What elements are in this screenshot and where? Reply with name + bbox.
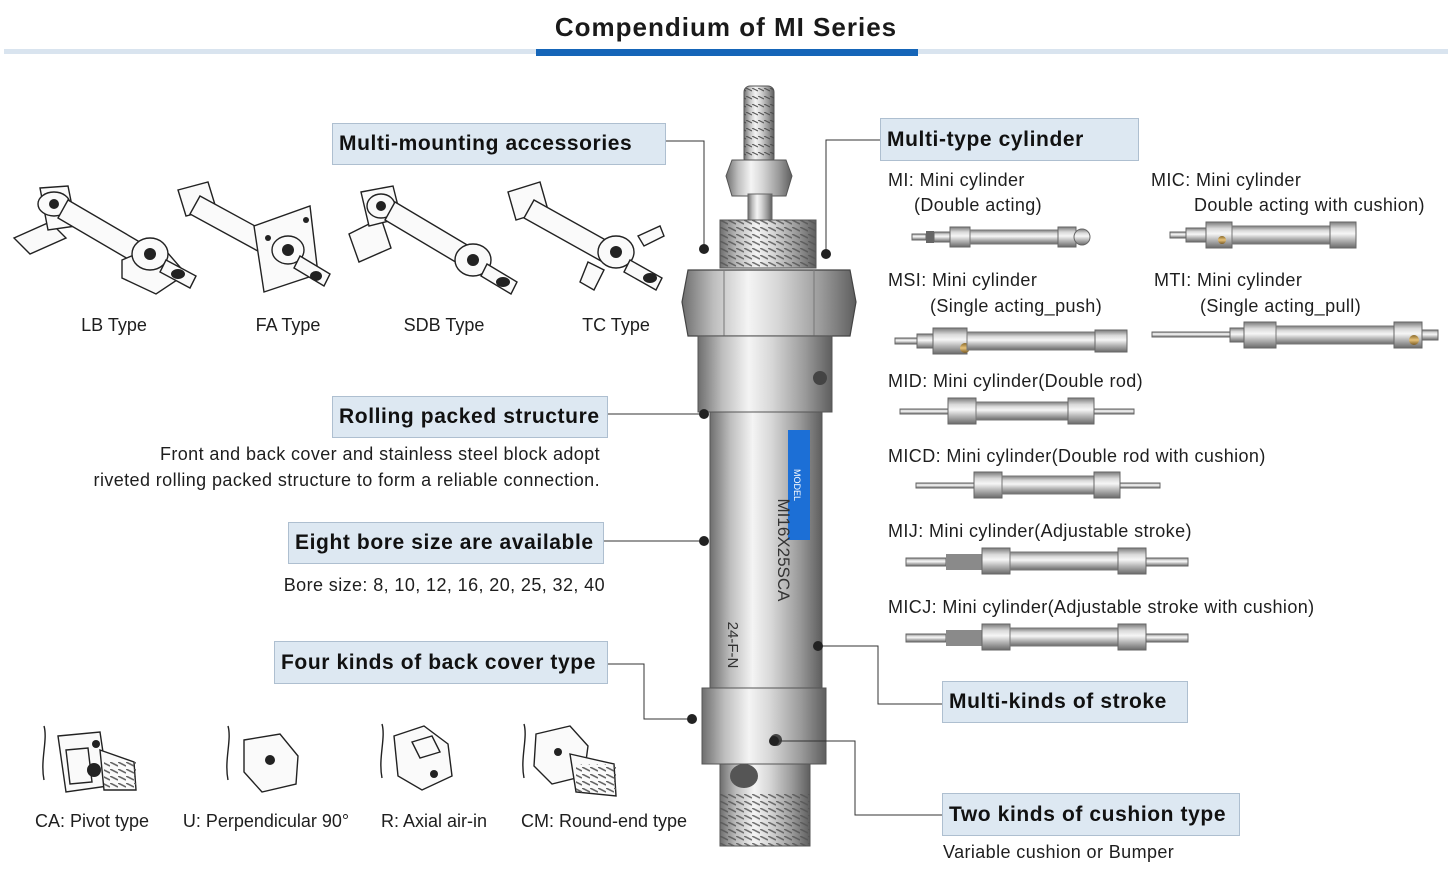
mic-subtitle: Double acting with cushion): [1194, 195, 1425, 215]
micj-cylinder-thumb: [905, 623, 1189, 651]
cylinder-code-text: 24-F-N: [724, 622, 741, 669]
cylinder-brand-text: MODEL: [792, 469, 802, 501]
main-cylinder-illustration: MODEL MI16X25SCA 24-F-N: [681, 85, 857, 847]
page-title: Compendium of MI Series: [554, 12, 898, 42]
lb-type-icon: [12, 185, 197, 295]
callout-multi-type: Multi-type cylinder: [880, 118, 1139, 161]
mij-title: MIJ: Mini cylinder(Adjustable stroke): [888, 521, 1192, 541]
callout-cushion-type: Two kinds of cushion type: [942, 793, 1240, 836]
mti-subtitle: (Single acting_pull): [1200, 296, 1362, 316]
tc-type-label: TC Type: [582, 315, 650, 335]
sdb-type-label: SDB Type: [403, 315, 485, 335]
msi-subtitle: (Single acting_push): [930, 296, 1103, 316]
u-perpendicular-icon: [226, 725, 299, 793]
mij-cylinder-thumb: [905, 547, 1189, 575]
micd-title: MICD: Mini cylinder(Double rod with cush…: [888, 446, 1266, 466]
r-axial-icon: [380, 723, 453, 791]
lb-type-label: LB Type: [81, 315, 147, 335]
bore-size-desc: Bore size: 8, 10, 12, 16, 20, 25, 32, 40: [283, 575, 605, 595]
callout-multi-mounting: Multi-mounting accessories: [332, 123, 666, 165]
mid-cylinder-thumb: [899, 397, 1135, 425]
fa-type-icon: [177, 181, 331, 293]
mic-cylinder-thumb: [1169, 221, 1357, 249]
r-axial-label: R: Axial air-in: [380, 811, 488, 831]
callout-multi-stroke: Multi-kinds of stroke: [942, 681, 1188, 723]
title-accent-bar: [536, 49, 918, 56]
tc-type-icon: [507, 181, 665, 291]
cushion-desc: Variable cushion or Bumper: [943, 842, 1175, 862]
mti-title: MTI: Mini cylinder: [1154, 270, 1303, 290]
mi-title: MI: Mini cylinder: [888, 170, 1025, 190]
msi-cylinder-thumb: [894, 327, 1128, 355]
rolling-desc-line2: riveted rolling packed structure to form…: [93, 470, 600, 490]
mti-cylinder-thumb: [1151, 321, 1439, 349]
fa-type-label: FA Type: [255, 315, 321, 335]
micd-cylinder-thumb: [915, 471, 1161, 499]
mi-cylinder-thumb: [911, 226, 1091, 248]
ca-pivot-icon: [42, 725, 137, 793]
rolling-desc-line1: Front and back cover and stainless steel…: [159, 444, 600, 464]
msi-title: MSI: Mini cylinder: [888, 270, 1038, 290]
ca-pivot-label: CA: Pivot type: [34, 811, 150, 831]
callout-rolling-packed: Rolling packed structure: [332, 396, 608, 438]
sdb-type-icon: [348, 185, 518, 295]
mid-title: MID: Mini cylinder(Double rod): [888, 371, 1144, 391]
callout-back-cover: Four kinds of back cover type: [274, 641, 608, 684]
callout-bore-size: Eight bore size are available: [288, 522, 604, 564]
cm-round-end-label: CM: Round-end type: [520, 811, 688, 831]
cm-round-end-icon: [522, 723, 617, 797]
mic-title: MIC: Mini cylinder: [1151, 170, 1302, 190]
mi-subtitle: (Double acting): [914, 195, 1043, 215]
cylinder-model-text: MI16X25SCA: [774, 499, 793, 603]
micj-title: MICJ: Mini cylinder(Adjustable stroke wi…: [888, 597, 1315, 617]
u-perpendicular-label: U: Perpendicular 90°: [182, 811, 350, 831]
